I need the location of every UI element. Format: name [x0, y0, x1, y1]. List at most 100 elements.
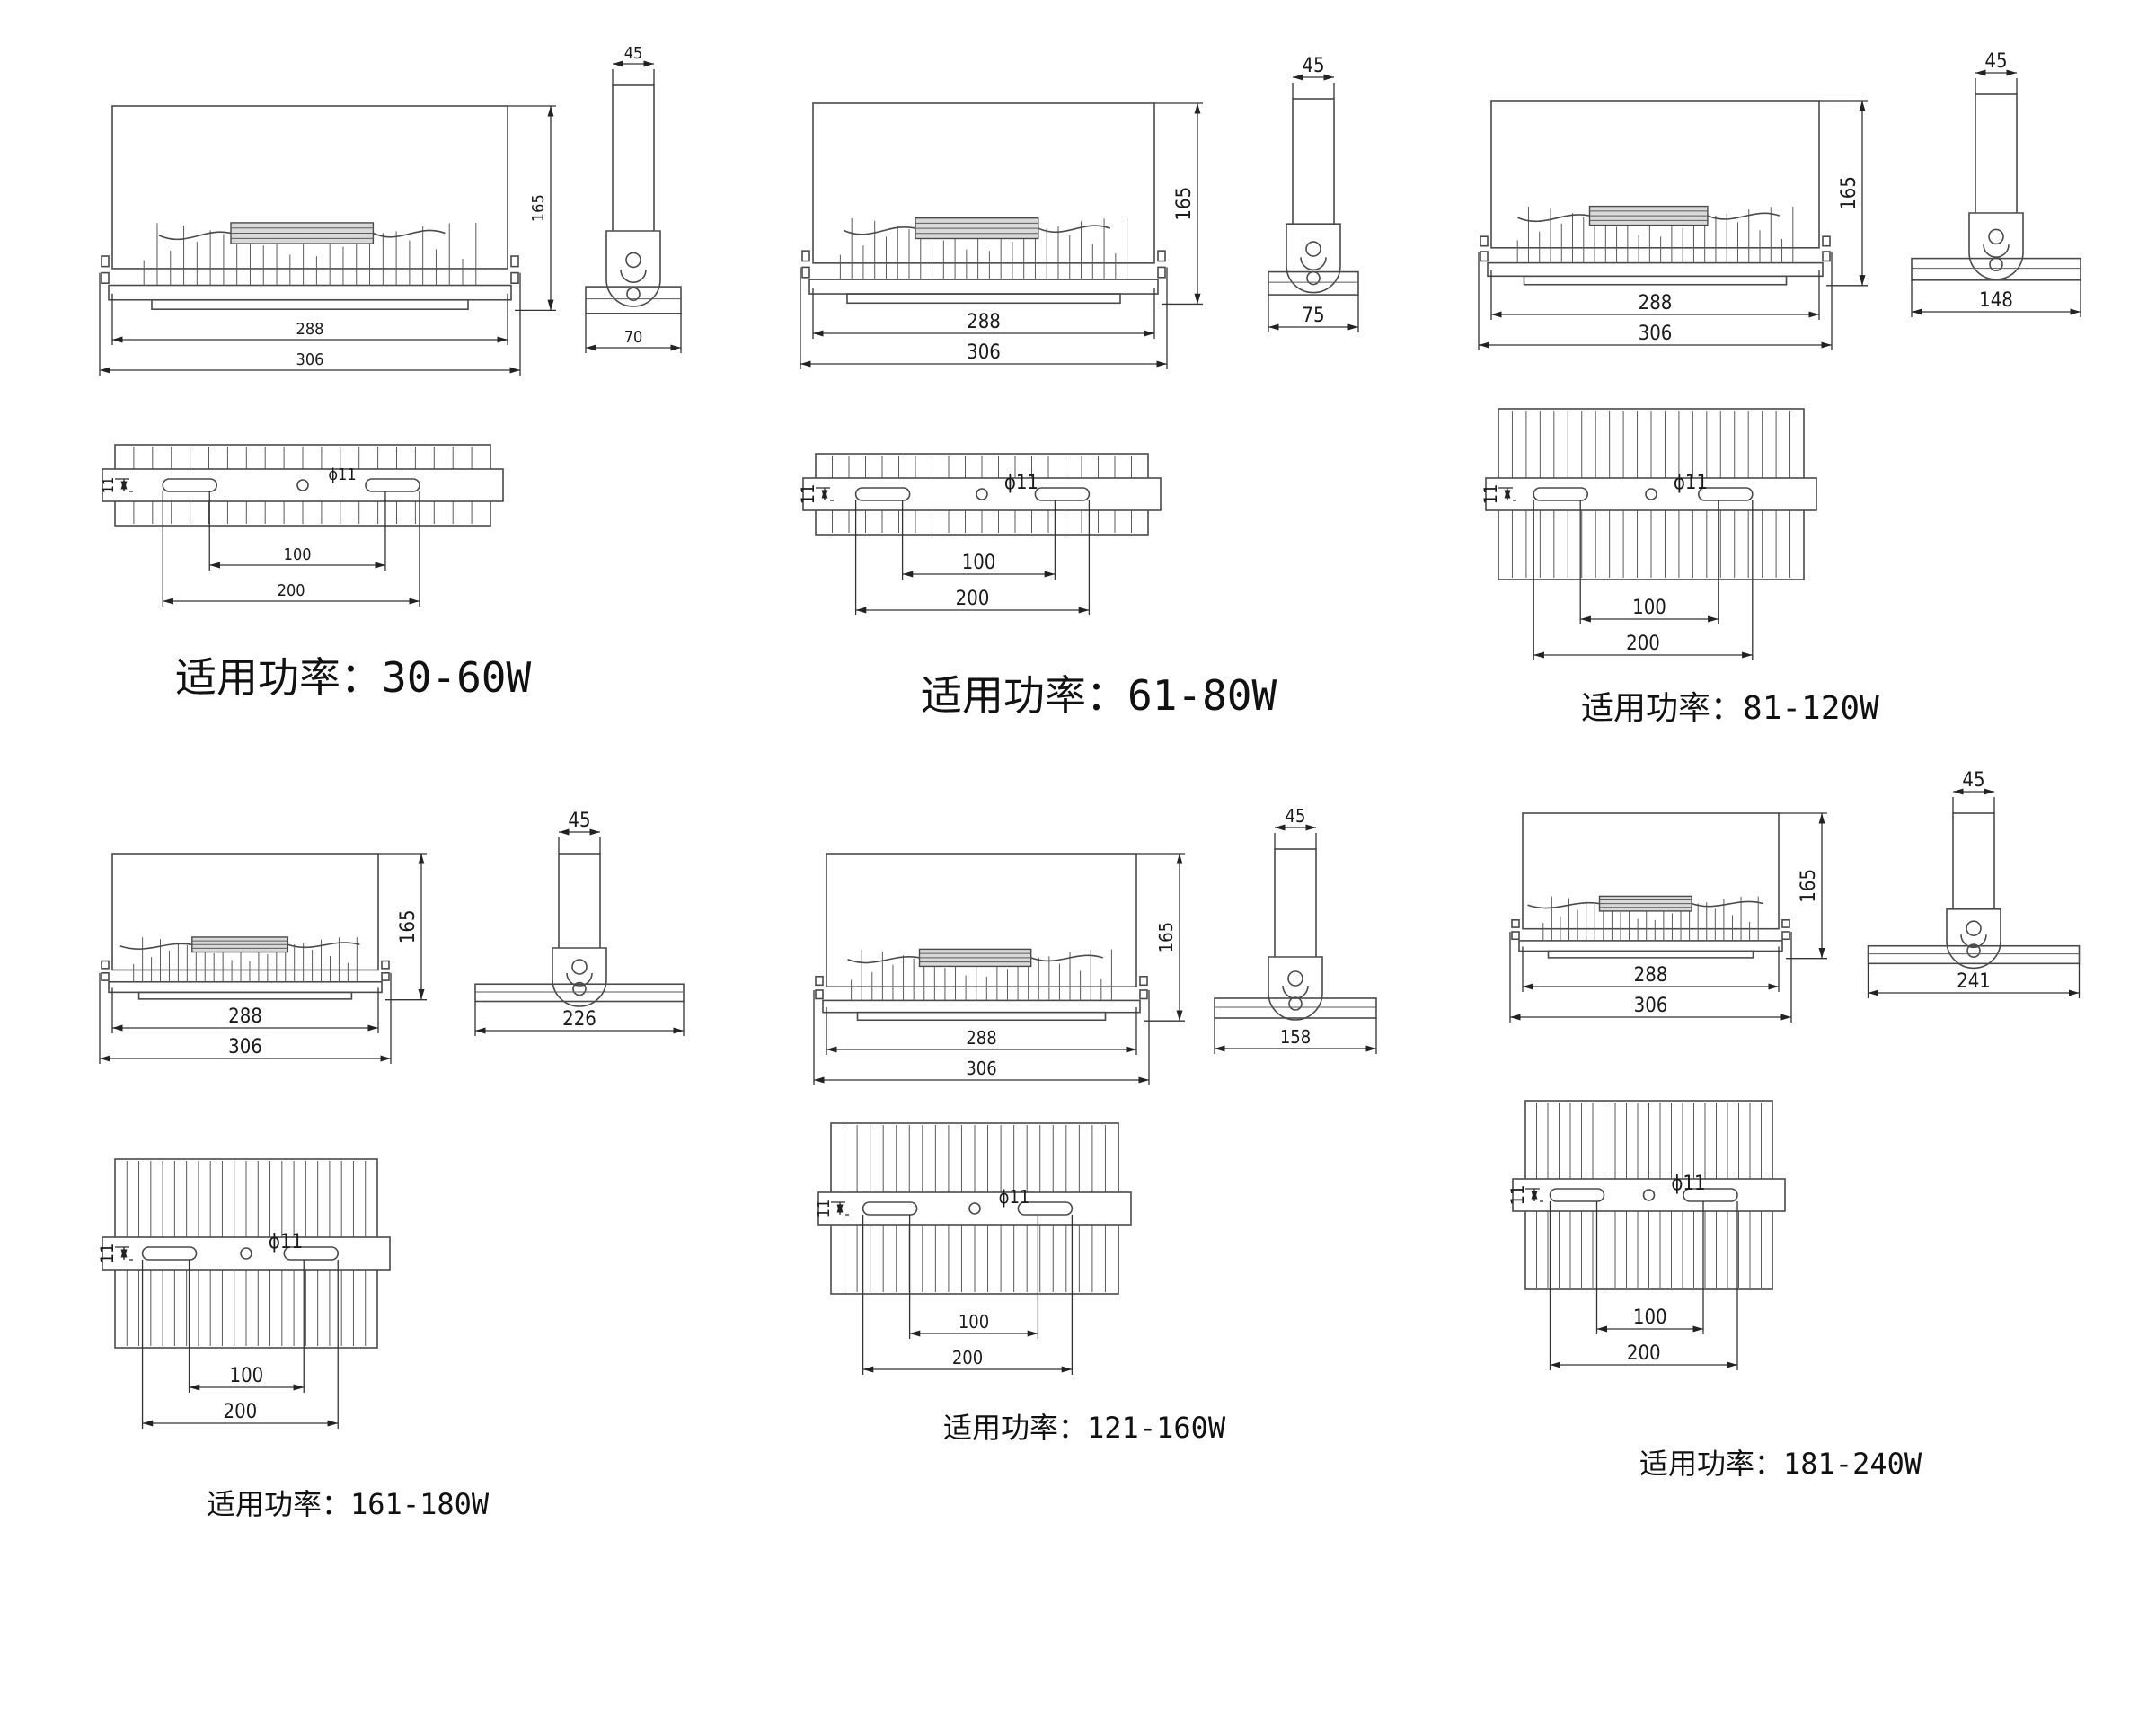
hole-diameter-label: ϕ11 [1674, 472, 1708, 494]
mount-slot [1017, 1201, 1074, 1216]
pivot-bolt [1988, 228, 2004, 245]
caption-power: 121-160W [1087, 1411, 1226, 1445]
hole-diameter-label: ϕ11 [328, 465, 356, 484]
mount-lug [381, 960, 390, 970]
dimension-value: 11 [97, 1244, 118, 1264]
dimension-horizontal: 306 [1509, 932, 1792, 1023]
dimension-value: 288 [1634, 964, 1668, 987]
dimension-horizontal: 148 [1911, 279, 2081, 317]
mount-lug [801, 266, 810, 279]
mount-crossbar [1485, 477, 1817, 511]
heatsink-base [108, 980, 383, 994]
caption-prefix: 适用功率： [1639, 1447, 1783, 1481]
mount-slot [365, 478, 420, 492]
caption-prefix: 适用功率： [943, 1411, 1087, 1445]
side-view: 45 75 [1268, 55, 1359, 332]
front-view: 288 306 165 [99, 853, 427, 1064]
dimension-value: 200 [1626, 633, 1660, 655]
bracket-stem [558, 853, 601, 952]
dimension-horizontal: 45 [1292, 55, 1335, 99]
dimension-value: 75 [1302, 305, 1324, 327]
lens-strip [137, 991, 353, 1000]
dimension-value: 306 [967, 341, 1001, 364]
dimension-horizontal: 45 [612, 44, 655, 85]
mount-lug [381, 972, 390, 981]
dimension-value: 306 [966, 1058, 996, 1079]
dimension-horizontal: 45 [558, 810, 601, 854]
mount-lug [1822, 251, 1831, 262]
lens-strip [846, 293, 1121, 305]
mount-crossbar [1512, 1178, 1786, 1212]
mount-lug [1511, 918, 1520, 928]
reflector-housing [1490, 100, 1820, 249]
dimension-horizontal: 200 [162, 491, 420, 607]
dimension-value: 306 [296, 350, 324, 369]
mount-crossbar [102, 468, 504, 502]
dimension-horizontal: 200 [854, 500, 1091, 615]
dimension-value: 11 [1480, 484, 1501, 505]
adjust-arc [566, 972, 593, 987]
dimension-horizontal: 45 [1952, 769, 1995, 813]
mount-slot [1034, 487, 1091, 501]
dimension-value: 11 [815, 1200, 834, 1218]
dimension-vertical: 165 [1819, 100, 1868, 287]
dimension-value: 70 [624, 328, 643, 347]
dimension-value: 200 [956, 588, 990, 610]
caption-prefix: 适用功率： [207, 1487, 350, 1521]
caption-prefix: 适用功率： [921, 671, 1127, 720]
mount-slot [283, 1246, 340, 1261]
power-caption: 适用功率：181-240W [1639, 1447, 1922, 1481]
dimension-horizontal: 100 [208, 491, 386, 571]
mount-slot [141, 1246, 198, 1261]
power-caption: 适用功率：81-120W [1581, 690, 1879, 727]
bracket-stem [612, 84, 655, 237]
dimension-value: 165 [397, 909, 420, 943]
dimension-value: 306 [1639, 323, 1673, 345]
dimension-value: 11 [798, 484, 818, 505]
power-caption: 适用功率：61-80W [921, 671, 1277, 720]
knuckle-plate [1286, 223, 1341, 294]
dimension-value: 165 [1173, 187, 1196, 221]
dimension-horizontal: 100 [908, 1215, 1039, 1339]
cable [1038, 225, 1111, 234]
dimension-vertical: 11 [1507, 1185, 1543, 1206]
dimension-value: 45 [1286, 805, 1306, 827]
mount-lug [1139, 976, 1148, 987]
bracket-stem [1274, 848, 1317, 961]
bracket-stem [1975, 93, 2018, 218]
dimension-horizontal: 288 [111, 987, 379, 1033]
dimension-horizontal: 100 [901, 500, 1056, 580]
mount-slot [1683, 1188, 1738, 1202]
mount-slot [162, 478, 218, 492]
mount-lug [1157, 266, 1166, 279]
dimension-value: 306 [228, 1036, 262, 1058]
adjust-arc [1300, 257, 1327, 271]
dimension-horizontal: 288 [1522, 946, 1780, 992]
lock-bolt [1288, 996, 1303, 1011]
module-base [1867, 944, 2081, 965]
cable [119, 943, 192, 950]
caption-power: 161-180W [350, 1487, 490, 1521]
dimension-value: 288 [296, 320, 324, 339]
mount-lug [815, 989, 824, 1000]
mount-lug [101, 271, 110, 285]
hole-diameter-label: ϕ11 [1671, 1173, 1705, 1195]
dimension-horizontal: 100 [188, 1260, 305, 1393]
dimension-value: 45 [1962, 769, 1984, 792]
mount-lug [1822, 235, 1831, 247]
mount-lug [1781, 918, 1790, 928]
dimension-value: 200 [1627, 1342, 1661, 1365]
dimension-value: 11 [1507, 1185, 1528, 1206]
dimension-value: 100 [959, 1311, 989, 1333]
